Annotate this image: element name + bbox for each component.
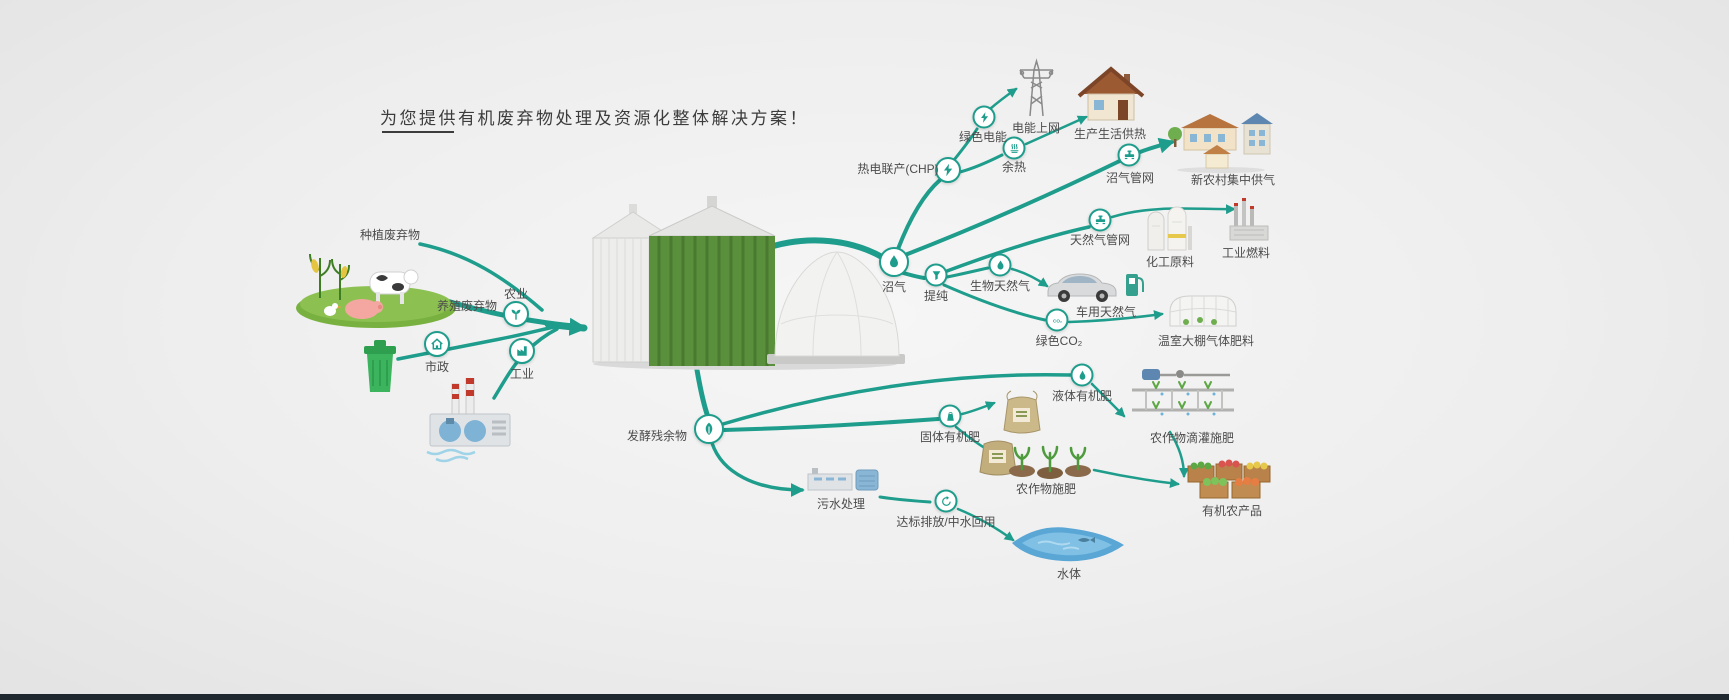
edge-residue-sewage [710,441,805,497]
label-biogas-pipeline: 沼气管网 [1105,171,1155,185]
label-residue: 发酵残余物 [626,429,688,443]
edge-sewage-discharge [878,495,932,504]
label-industrial-fuel: 工业燃料 [1221,246,1271,260]
chemical-tanks-illustration [1147,206,1192,251]
car-illustration [1047,273,1144,302]
label-biogas: 沼气 [881,280,907,294]
trash-bin-illustration [364,340,396,392]
label-municipal: 市政 [424,360,450,374]
industry-factory-icon [509,338,535,364]
biogas-pipeline-icon [1117,143,1141,167]
agriculture-sprout-icon [503,301,529,327]
green-power-bolt-icon [972,105,996,129]
chp-bolt-icon [935,157,961,183]
label-greenhouse-fert: 温室大棚气体肥料 [1157,334,1255,348]
edge-cropfert-organic [1092,468,1180,489]
label-chp: 热电联产(CHP) [857,162,939,176]
house-illustration [1077,66,1145,121]
edge-biogas-village [903,137,1176,257]
label-industry: 工业 [509,367,535,381]
edge-greenpower-grid [988,87,1018,111]
edge-drip-organic [1168,430,1189,478]
edge-wasteheat-heating [1024,115,1088,146]
purification-funnel-icon [924,263,948,287]
label-crop-fert: 农作物施肥 [1015,482,1077,496]
edge-digester-residue [694,367,710,417]
greenhouse-illustration [1169,295,1237,327]
fuel-pump [1126,274,1144,296]
edge-residue-liquidfert [721,372,1072,426]
pig-illustration [345,299,383,319]
chicken-illustration [324,303,342,316]
label-purification: 提纯 [923,289,949,303]
fish-icon [1078,537,1095,543]
label-drip-irrigation: 农作物滴灌施肥 [1149,431,1235,445]
green-co2-icon [1045,308,1069,332]
label-chemical: 化工原料 [1145,255,1195,269]
page-title: 为您提供有机废弃物处理及资源化整体解决方案！ [380,109,809,128]
label-grid: 电能上网 [1011,121,1061,135]
sewage-plant-illustration [807,468,879,491]
label-agriculture: 农业 [503,287,529,301]
residue-leaf-icon [694,414,724,444]
edge-residue-solidfert [722,417,940,432]
biogas-flame-icon [879,247,909,277]
label-village-gas: 新农村集中供气 [1190,173,1276,187]
vegetable-crates-illustration [1187,459,1271,499]
label-waste-heat: 余热 [1001,160,1027,174]
edge-chp-greenpower [952,127,979,162]
label-breeding-waste: 养殖废弃物 [436,299,498,313]
label-water-body: 水体 [1056,567,1082,581]
edge-biogas-chp [896,178,942,251]
title-underline [382,131,454,133]
power-tower-illustration [1019,58,1054,117]
liquid-fertilizer-drop-icon [1070,363,1094,387]
edge-co2-greenhouse [1067,310,1164,324]
solid-fertilizer-bag-icon [938,404,962,428]
label-bio-ng: 生物天然气 [969,279,1031,293]
edge-biong-vehicle [1010,267,1049,288]
water-body-illustration [1012,527,1124,562]
discharge-recycle-icon [934,489,958,513]
edge-chp-wasteheat [958,153,1004,174]
label-solid-fert: 固体有机肥 [919,430,981,444]
village-illustration [1168,113,1273,173]
edge-liquidfert-drip [1090,382,1126,418]
green-tank [648,196,776,366]
label-green-co2: 绿色CO₂ [1035,334,1083,348]
label-planting-waste: 种植废弃物 [359,228,421,242]
ng-pipeline-icon [1088,208,1112,232]
edge-purification-ngpipeline [945,225,1091,273]
label-organic-products: 有机农产品 [1201,504,1263,518]
seedlings-illustration [1009,445,1091,479]
label-heating: 生产生活供热 [1073,127,1147,141]
fertilizer-bags-illustration [979,390,1041,476]
label-sewage: 污水处理 [816,497,866,511]
cow-illustration [369,269,419,304]
gas-dome [767,251,905,364]
edge-main-digester [544,317,588,336]
edge-municipal-junction [396,325,556,361]
farm-illustration [296,253,456,328]
industry-factory-illustration [426,378,511,463]
drip-irrigation-illustration [1132,369,1234,416]
edge-planting-junction [418,242,544,312]
fuel-factory-illustration [1229,198,1269,241]
edge-purification-co2 [942,283,1047,322]
bottom-bar [0,694,1729,700]
edge-solidfert-bags [960,401,996,416]
label-green-power: 绿色电能 [958,130,1008,144]
label-vehicle-ng: 车用天然气 [1075,305,1137,319]
digester-tanks-illustration [591,196,905,370]
edge-purification-biong [945,266,990,279]
label-discharge: 达标排放/中水回用 [896,515,996,529]
municipal-house-icon [424,331,450,357]
bio-ng-flame-icon [988,253,1012,277]
label-liquid-fert: 液体有机肥 [1051,389,1113,403]
waste-heat-waves-icon [1002,136,1026,160]
label-ng-pipeline: 天然气管网 [1069,233,1131,247]
edge-discharge-water [956,507,1015,542]
